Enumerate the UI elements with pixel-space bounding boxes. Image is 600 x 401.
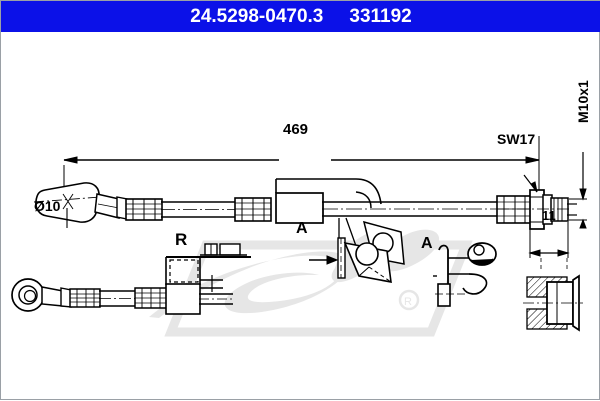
dimension-m10: [569, 152, 587, 229]
svg-text:R: R: [404, 296, 412, 308]
crimp-ferrule-mid: [234, 197, 272, 222]
hose-segment-2: [322, 201, 499, 217]
bracket-tab: [338, 217, 405, 265]
label-bracket-marker: R: [175, 230, 188, 249]
label-section-a1: A: [296, 220, 308, 237]
part-number: 24.5298-0470.3: [190, 5, 324, 27]
ate-watermark: R: [149, 229, 473, 337]
intermediate-bracket: [275, 178, 382, 224]
lower-hose-view: [11, 278, 233, 315]
section-arrow-a1: [309, 255, 339, 265]
label-section-a2: A: [421, 235, 433, 252]
threaded-end-m10: [497, 194, 577, 225]
label-thread: M10x1: [575, 80, 591, 123]
lower-crimp-ferrule-1: [69, 288, 101, 308]
leader-sw17: [523, 174, 538, 193]
left-banjo-fitting: [33, 182, 128, 223]
reference-number: 331192: [349, 5, 412, 27]
clip-detail: [435, 242, 497, 307]
dimension-11: [528, 222, 570, 258]
label-thread-length: 11: [542, 208, 556, 223]
drawing-canvas: R: [11, 136, 587, 337]
section-a-detail: [337, 237, 392, 283]
grommet-section: [523, 258, 583, 332]
crimp-ferrule-right: [496, 195, 532, 224]
banjo-eye: [11, 278, 45, 312]
main-hose-assembly: [33, 178, 577, 265]
technical-drawing: R: [1, 32, 600, 401]
hose-segment-1: [161, 201, 237, 218]
label-overall-length: 469: [283, 121, 309, 138]
bracket-detail-r: [165, 243, 251, 292]
lower-crimp-ferrule-2: [134, 287, 168, 309]
label-wrench-size: SW17: [497, 131, 536, 147]
label-eye-diameter: Ø10: [34, 198, 61, 214]
title-bar-text: 24.5298-0470.3 331192: [1, 1, 600, 32]
crimp-ferrule-left: [125, 198, 163, 221]
title-bar: 24.5298-0470.3 331192: [1, 1, 600, 32]
